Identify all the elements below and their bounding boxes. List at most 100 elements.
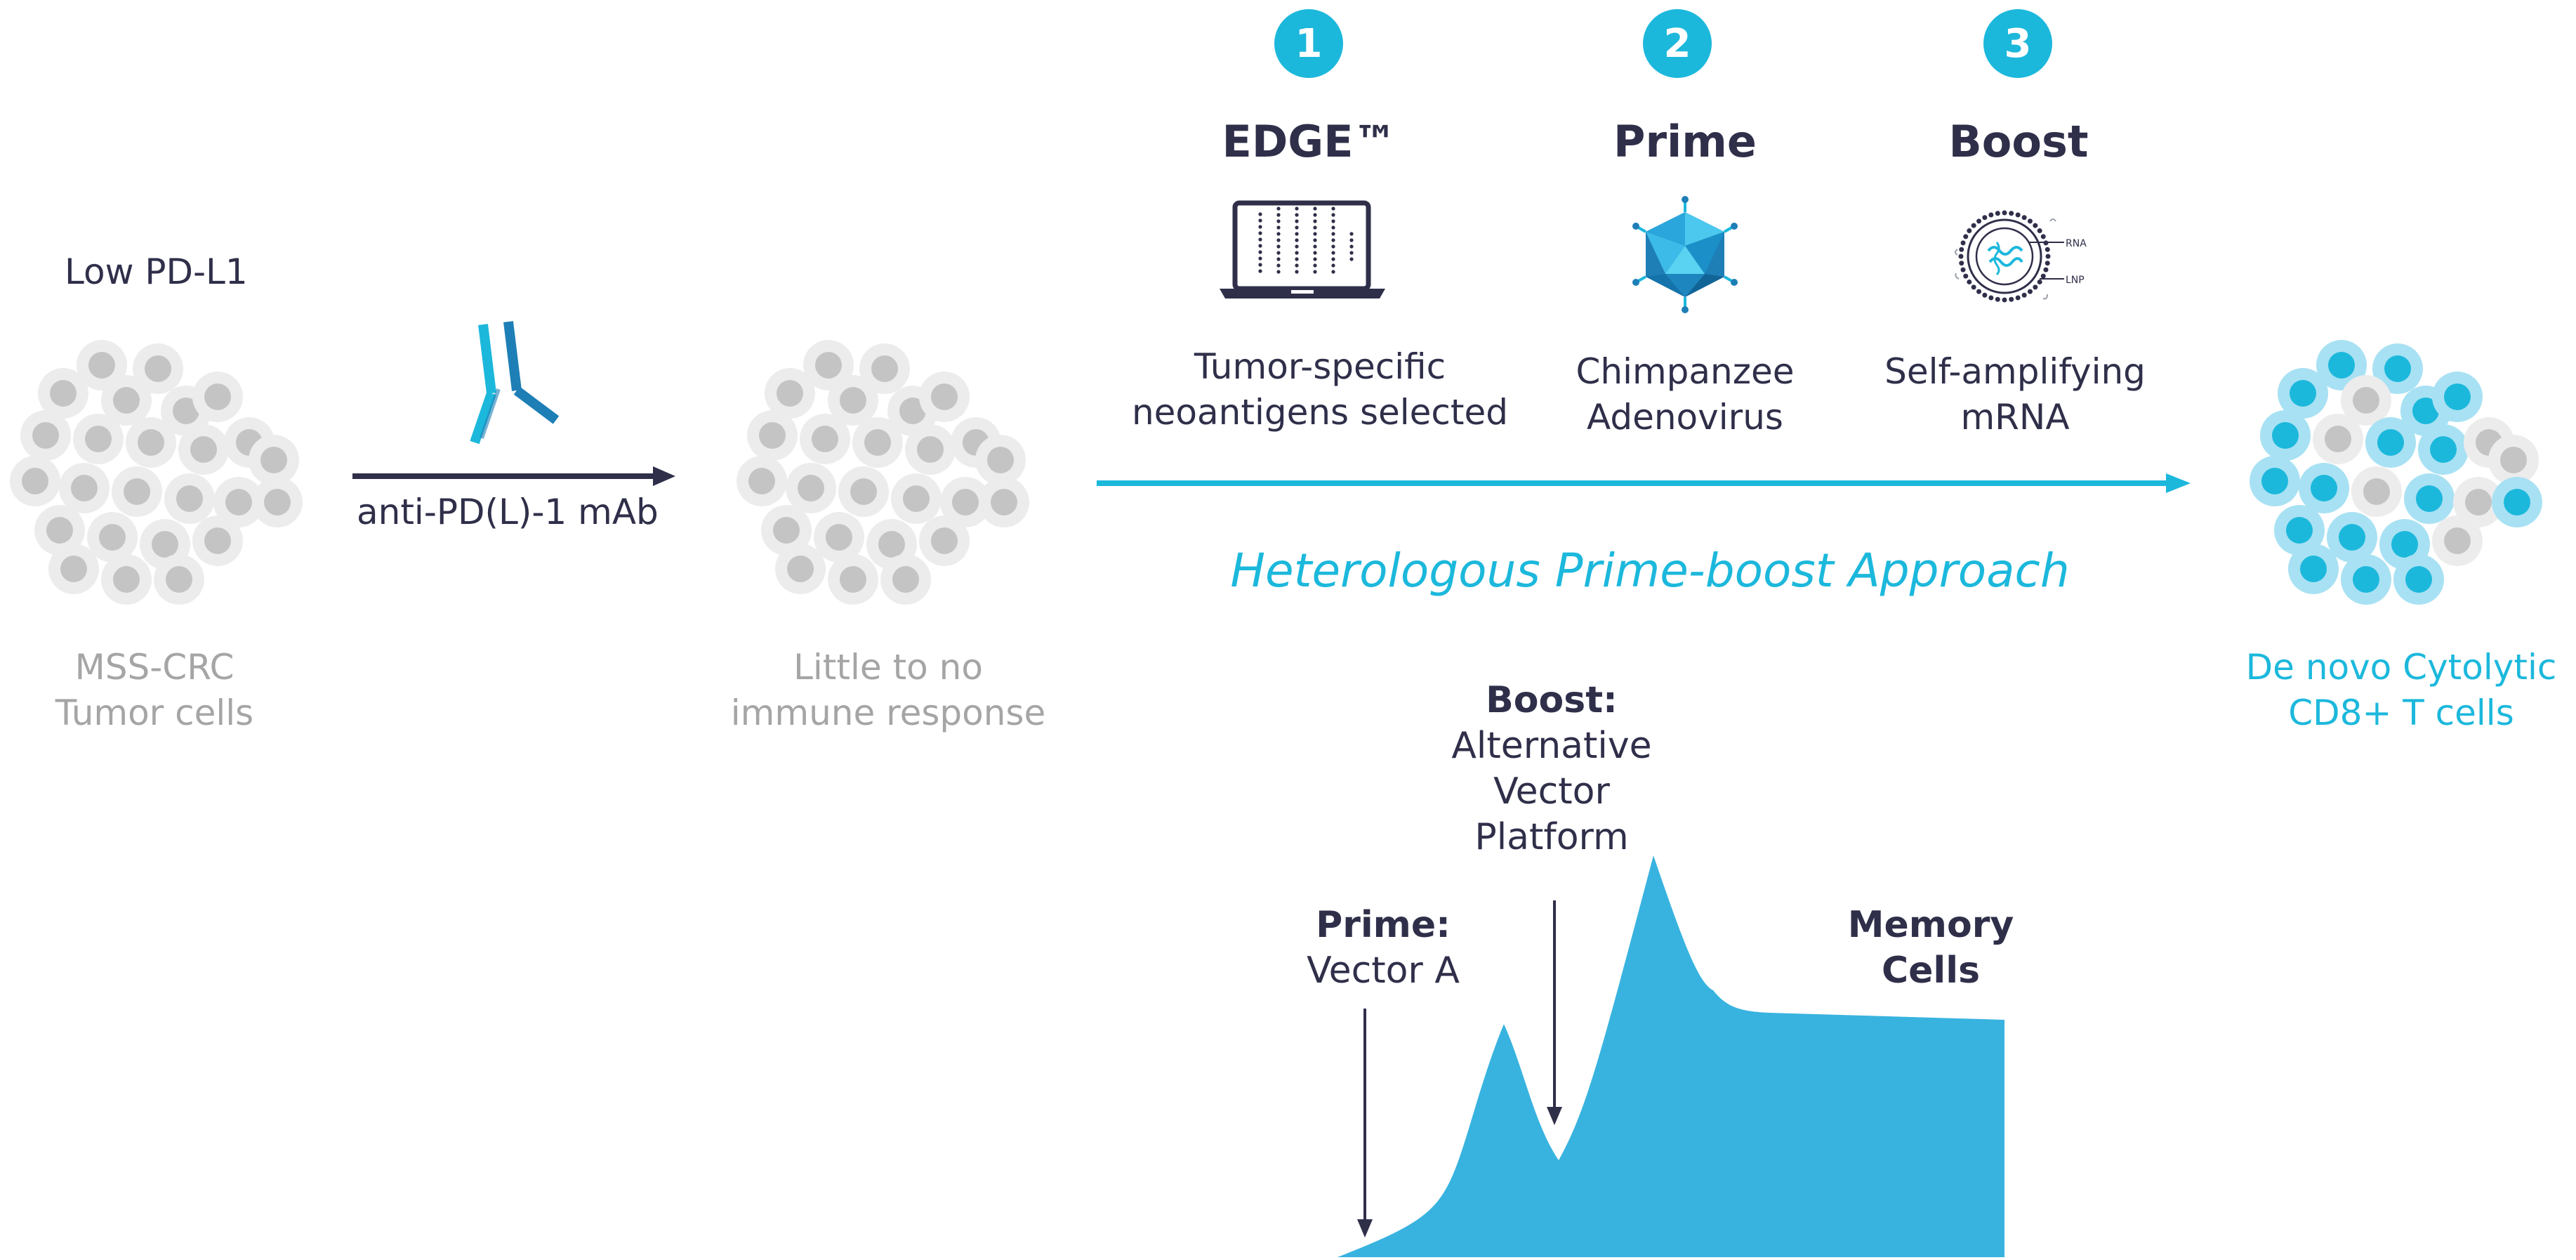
lipid-dot bbox=[1963, 273, 1969, 279]
prime-arrow-head bbox=[1357, 1219, 1373, 1238]
memory-annotation-line2: Cells bbox=[1881, 950, 1981, 992]
treatment-arrow bbox=[352, 466, 675, 486]
cell-nucleus bbox=[2300, 556, 2327, 582]
cell-nucleus bbox=[99, 524, 126, 551]
step-1-line2: neoantigens selected bbox=[1131, 392, 1509, 433]
laptop-screen-dot bbox=[1313, 270, 1317, 274]
cell-nucleus bbox=[840, 566, 866, 593]
cell-nucleus bbox=[2500, 447, 2527, 473]
cell-nucleus bbox=[152, 531, 178, 558]
lipid-dot bbox=[2043, 267, 2049, 273]
cell-nucleus bbox=[176, 485, 203, 512]
cell-nucleus bbox=[931, 383, 958, 410]
t-cell-cluster-right bbox=[2250, 340, 2542, 605]
lipid-dot bbox=[1976, 218, 1982, 224]
cell-nucleus bbox=[864, 429, 891, 456]
laptop-screen-dot bbox=[1258, 263, 1262, 267]
laptop-screen-dot bbox=[1313, 213, 1317, 217]
cell-nucleus bbox=[2412, 398, 2439, 424]
cell-nucleus bbox=[2363, 478, 2390, 505]
laptop-screen-dot bbox=[1295, 225, 1299, 230]
cell-nucleus bbox=[840, 387, 866, 414]
step-2-badge: 2 bbox=[1643, 9, 1712, 78]
lipid-dot bbox=[2037, 279, 2042, 284]
lipid-dot bbox=[2033, 223, 2038, 228]
laptop-screen-dot bbox=[1313, 244, 1317, 249]
cell-nucleus bbox=[850, 478, 877, 505]
lipid-dot bbox=[2021, 292, 2027, 298]
cell-nucleus bbox=[264, 489, 291, 516]
cell-nucleus bbox=[2504, 489, 2530, 516]
lipid-dot bbox=[1995, 296, 2000, 302]
step-1-description: Tumor-specific neoantigens selected bbox=[1102, 344, 1538, 435]
boost-annotation-line3: Platform bbox=[1474, 816, 1629, 858]
cell-nucleus bbox=[225, 489, 252, 516]
lnp-mrna-icon: RNA LNP bbox=[1955, 210, 2087, 303]
laptop-screen-dot bbox=[1276, 244, 1281, 249]
cell-nucleus bbox=[777, 380, 803, 407]
cell-nucleus bbox=[145, 355, 171, 382]
low-pd-l1-label: Low PD-L1 bbox=[65, 251, 248, 292]
lipid-dot bbox=[2015, 212, 2021, 218]
cell-nucleus bbox=[260, 447, 287, 473]
cell-nucleus bbox=[787, 556, 814, 582]
cell-nucleus bbox=[173, 398, 199, 424]
lipid-dot bbox=[1982, 292, 1988, 298]
cell-nucleus bbox=[2328, 352, 2355, 379]
lipid-dot bbox=[2045, 247, 2050, 252]
laptop-screen-dot bbox=[1295, 257, 1299, 261]
laptop-screen-dot bbox=[1313, 263, 1317, 268]
lipid-dot bbox=[1982, 215, 1988, 221]
little-response-label: Little to no immune response bbox=[730, 645, 1046, 736]
laptop-screen-dot bbox=[1276, 232, 1281, 236]
lipid-dot bbox=[1976, 289, 1982, 294]
antibody-label: anti-PD(L)-1 mAb bbox=[357, 492, 659, 532]
mss-crc-line1: MSS-CRC bbox=[74, 647, 235, 688]
step-2-line2: Adenovirus bbox=[1587, 397, 1783, 438]
boost-annotation-line2: Vector bbox=[1493, 770, 1610, 813]
lipid-dot bbox=[1995, 211, 2000, 216]
lipid-dot bbox=[2040, 273, 2046, 279]
laptop-screen-dot bbox=[1276, 251, 1281, 255]
laptop-screen-dot bbox=[1276, 206, 1281, 211]
lipid-dot bbox=[2009, 296, 2014, 302]
step-3-badge: 3 bbox=[1983, 9, 2052, 78]
rna-label: RNA bbox=[2066, 238, 2087, 249]
cell-nucleus bbox=[987, 447, 1014, 473]
cell-nucleus bbox=[2416, 485, 2443, 512]
step-3-line1: Self-amplifying bbox=[1884, 351, 2146, 392]
mss-crc-label: MSS-CRC Tumor cells bbox=[14, 645, 295, 736]
response-curve-area bbox=[1337, 855, 2004, 1257]
laptop-screen-dot bbox=[1313, 206, 1317, 211]
step-3-line2: mRNA bbox=[1960, 397, 2070, 438]
laptop-screen-dot bbox=[1258, 250, 1262, 254]
cell-nucleus bbox=[952, 489, 979, 516]
cell-nucleus bbox=[892, 566, 919, 593]
lipid-dot bbox=[1960, 240, 1966, 246]
laptop-screen-dot bbox=[1258, 225, 1262, 229]
immune-response-curve bbox=[1337, 855, 2004, 1257]
cell-nucleus bbox=[85, 426, 112, 452]
laptop-screen-dot bbox=[1313, 238, 1317, 242]
lipid-dot bbox=[1988, 295, 1994, 301]
cell-nucleus bbox=[138, 429, 164, 456]
cell-nucleus bbox=[2377, 429, 2404, 456]
lnp-label: LNP bbox=[2066, 275, 2085, 286]
cell-nucleus bbox=[812, 426, 838, 452]
laptop-screen-dot bbox=[1313, 219, 1317, 223]
laptop-screen-dot bbox=[1349, 232, 1354, 236]
cell-nucleus bbox=[2311, 475, 2337, 501]
cd8-line2: CD8+ T cells bbox=[2288, 693, 2514, 733]
cell-nucleus bbox=[2391, 531, 2418, 558]
mss-crc-line2: Tumor cells bbox=[55, 693, 254, 733]
cell-nucleus bbox=[2261, 468, 2288, 494]
lipid-dot bbox=[2033, 284, 2038, 290]
lipid-dot bbox=[2002, 210, 2007, 216]
cell-nucleus bbox=[190, 436, 217, 463]
lipid-dot bbox=[1963, 234, 1969, 239]
boost-arrow-head bbox=[1547, 1107, 1562, 1125]
cell-nucleus bbox=[71, 475, 98, 501]
boost-annotation: Boost: Alternative Vector Platform bbox=[1397, 678, 1706, 860]
approach-label: Heterologous Prime-boost Approach bbox=[1230, 544, 2070, 598]
laptop-screen-dot bbox=[1295, 244, 1299, 249]
